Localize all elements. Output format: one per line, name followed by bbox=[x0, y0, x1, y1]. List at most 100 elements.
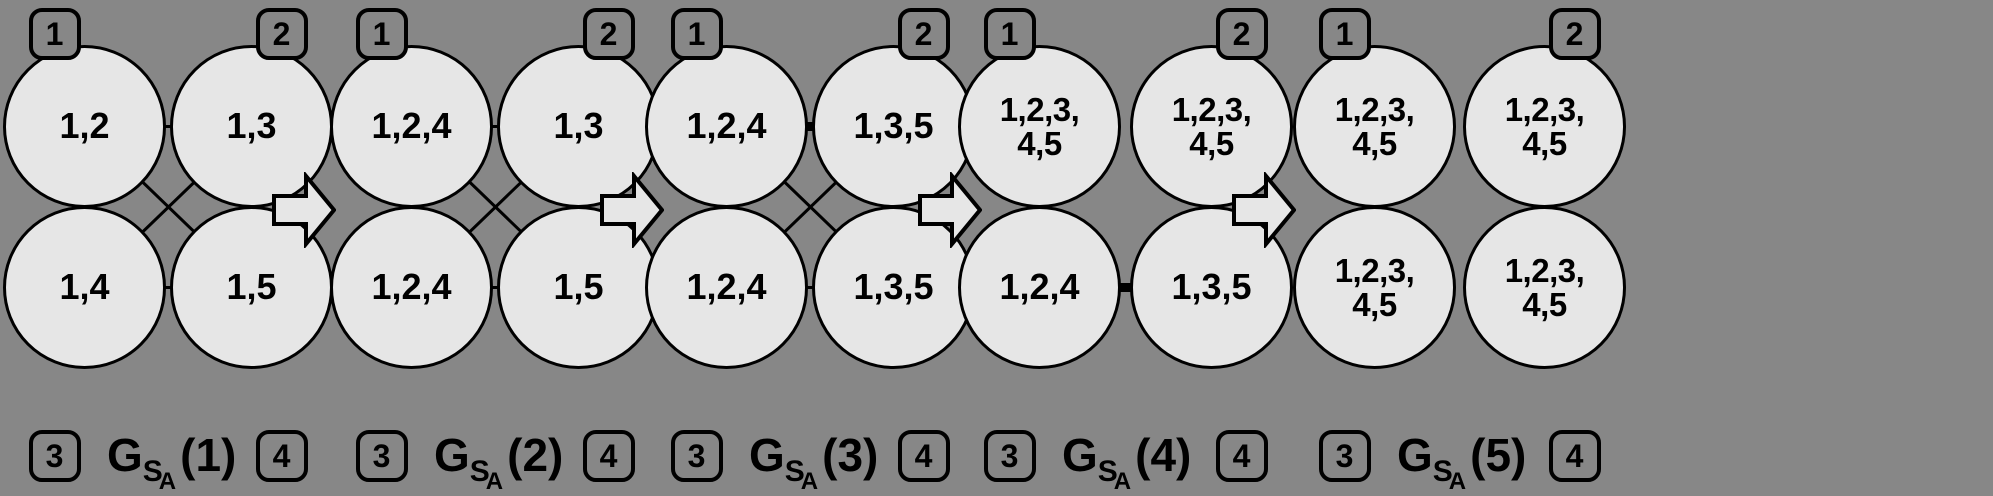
graph-node-bottom-right[interactable]: 1,3,5 bbox=[812, 206, 975, 369]
panel-caption: GSA(1) bbox=[107, 429, 237, 494]
node-index-badge-label: 2 bbox=[914, 15, 933, 52]
transition-arrow-right-icon bbox=[918, 170, 983, 250]
graph-edge-top-left-to-top-right bbox=[84, 125, 252, 128]
graph-node-label: 1,2,3, 4,5 bbox=[1504, 90, 1585, 162]
graph-node-label: 1,2,4 bbox=[371, 105, 452, 147]
node-index-badge-label: 1 bbox=[1000, 15, 1019, 52]
caption-subscript: S bbox=[1097, 455, 1118, 489]
panel-caption: GSA(4) bbox=[1062, 429, 1192, 494]
node-index-badge-label: 2 bbox=[272, 15, 291, 52]
node-index-badge-3: 3 bbox=[670, 430, 723, 482]
caption-symbol: G bbox=[1062, 429, 1098, 481]
node-index-badge-label: 1 bbox=[687, 15, 706, 52]
caption-symbol: G bbox=[434, 429, 470, 481]
graph-node-bottom-left[interactable]: 1,2,3, 4,5 bbox=[1293, 206, 1456, 369]
caption-subscript: S bbox=[469, 455, 490, 489]
caption-sub-subscript: A bbox=[485, 468, 504, 496]
node-index-badge-3: 3 bbox=[355, 430, 408, 482]
graph-node-top-right[interactable]: 1,3 bbox=[170, 45, 333, 208]
node-index-badge-1: 1 bbox=[670, 8, 723, 60]
caption-index: (5) bbox=[1470, 429, 1527, 481]
node-index-badge-3: 3 bbox=[28, 430, 81, 482]
graph-node-label: 1,2,3, 4,5 bbox=[1334, 251, 1415, 323]
graph-node-label: 1,2,3, 4,5 bbox=[999, 90, 1080, 162]
node-index-badge-4: 4 bbox=[1548, 430, 1601, 482]
node-index-badge-2: 2 bbox=[897, 8, 950, 60]
graph-edge-bottom-left-to-bottom-right bbox=[1039, 283, 1212, 292]
node-index-badge-3: 3 bbox=[983, 430, 1036, 482]
node-index-badge-1: 1 bbox=[983, 8, 1036, 60]
graph-node-top-right[interactable]: 1,2,3, 4,5 bbox=[1463, 45, 1626, 208]
caption-symbol: G bbox=[749, 429, 785, 481]
graph-node-label: 1,2,4 bbox=[371, 266, 452, 308]
graph-node-top-left[interactable]: 1,2,4 bbox=[645, 45, 808, 208]
panel-caption: GSA(2) bbox=[434, 429, 564, 494]
node-index-badge-label: 4 bbox=[272, 437, 291, 474]
graph-node-top-left[interactable]: 1,2,4 bbox=[330, 45, 493, 208]
caption-sub-subscript: A bbox=[158, 468, 177, 496]
graph-node-top-left[interactable]: 1,2,3, 4,5 bbox=[958, 45, 1121, 208]
caption-index: (1) bbox=[180, 429, 237, 481]
caption-index: (2) bbox=[507, 429, 564, 481]
graph-node-label: 1,2,3, 4,5 bbox=[1171, 90, 1252, 162]
graph-node-bottom-right[interactable]: 1,2,3, 4,5 bbox=[1463, 206, 1626, 369]
node-index-badge-4: 4 bbox=[897, 430, 950, 482]
graph-edge-top-left-to-top-right bbox=[726, 122, 894, 131]
graph-node-bottom-left[interactable]: 1,2,4 bbox=[958, 206, 1121, 369]
graph-node-label: 1,2,4 bbox=[999, 266, 1080, 308]
node-index-badge-label: 3 bbox=[1335, 437, 1354, 474]
caption-index: (4) bbox=[1135, 429, 1192, 481]
node-index-badge-label: 4 bbox=[599, 437, 618, 474]
caption-subscript: S bbox=[1432, 455, 1453, 489]
node-index-badge-label: 3 bbox=[45, 437, 64, 474]
transition-arrow-right-icon bbox=[1232, 170, 1297, 250]
graph-node-bottom-left[interactable]: 1,2,4 bbox=[330, 206, 493, 369]
node-index-badge-label: 3 bbox=[687, 437, 706, 474]
node-index-badge-2: 2 bbox=[582, 8, 635, 60]
graph-edge-bottom-left-to-bottom-right bbox=[726, 286, 894, 289]
panel-caption: GSA(3) bbox=[749, 429, 878, 494]
graph-node-label: 1,5 bbox=[226, 266, 277, 308]
node-index-badge-label: 1 bbox=[372, 15, 391, 52]
graph-node-label: 1,3,5 bbox=[1171, 266, 1252, 308]
graph-node-top-left[interactable]: 1,2 bbox=[3, 45, 166, 208]
node-index-badge-2: 2 bbox=[1215, 8, 1268, 60]
caption-sub-subscript: A bbox=[800, 468, 819, 496]
node-index-badge-label: 4 bbox=[914, 437, 933, 474]
graph-node-label: 1,3 bbox=[226, 105, 277, 147]
node-index-badge-4: 4 bbox=[1215, 430, 1268, 482]
caption-subscript: S bbox=[142, 455, 163, 489]
graph-node-top-left[interactable]: 1,2,3, 4,5 bbox=[1293, 45, 1456, 208]
node-index-badge-4: 4 bbox=[255, 430, 308, 482]
graph-node-bottom-left[interactable]: 1,2,4 bbox=[645, 206, 808, 369]
graph-node-label: 1,4 bbox=[59, 266, 110, 308]
node-index-badge-1: 1 bbox=[355, 8, 408, 60]
node-index-badge-label: 2 bbox=[1232, 15, 1251, 52]
node-index-badge-label: 1 bbox=[1335, 15, 1354, 52]
graph-edge-top-left-to-top-right bbox=[411, 125, 579, 128]
graph-node-label: 1,2,3, 4,5 bbox=[1334, 90, 1415, 162]
node-index-badge-2: 2 bbox=[255, 8, 308, 60]
caption-sub-subscript: A bbox=[1448, 468, 1467, 496]
node-index-badge-4: 4 bbox=[582, 430, 635, 482]
graph-node-label: 1,3,5 bbox=[853, 266, 934, 308]
transition-arrow-right-icon bbox=[600, 170, 665, 250]
graph-node-label: 1,5 bbox=[553, 266, 604, 308]
node-index-badge-3: 3 bbox=[1318, 430, 1371, 482]
node-index-badge-label: 2 bbox=[599, 15, 618, 52]
graph-node-bottom-left[interactable]: 1,4 bbox=[3, 206, 166, 369]
node-index-badge-label: 3 bbox=[1000, 437, 1019, 474]
caption-subscript: S bbox=[784, 455, 805, 489]
graph-node-label: 1,2,4 bbox=[686, 266, 767, 308]
graph-node-label: 1,2,4 bbox=[686, 105, 767, 147]
node-index-badge-label: 2 bbox=[1565, 15, 1584, 52]
node-index-badge-label: 1 bbox=[45, 15, 64, 52]
panel-caption: GSA(5) bbox=[1397, 429, 1527, 494]
graph-node-top-right[interactable]: 1,3 bbox=[497, 45, 660, 208]
caption-symbol: G bbox=[1397, 429, 1433, 481]
caption-sub-subscript: A bbox=[1113, 468, 1132, 496]
node-index-badge-2: 2 bbox=[1548, 8, 1601, 60]
caption-symbol: G bbox=[107, 429, 143, 481]
node-index-badge-label: 3 bbox=[372, 437, 391, 474]
